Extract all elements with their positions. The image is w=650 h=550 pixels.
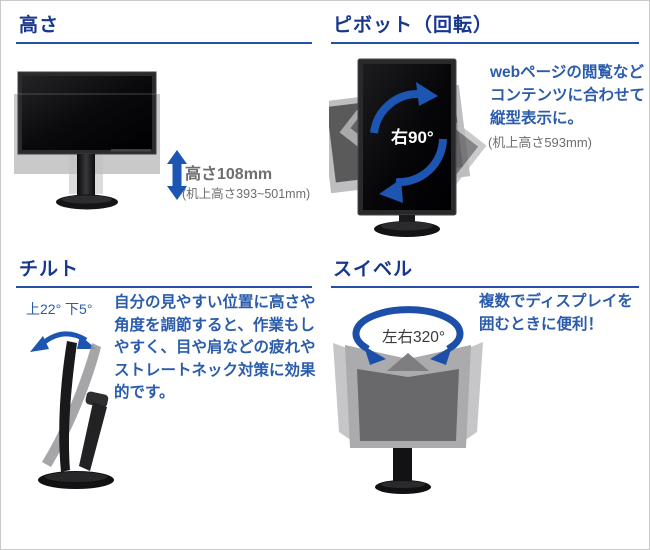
rotate-arrow-top-head bbox=[416, 82, 438, 106]
monitor-side-panel bbox=[59, 341, 77, 472]
tilt-description: 自分の見やすい位置に高さや 角度を調節すると、作業もし やすく、目や肩などの疲れ… bbox=[114, 294, 316, 401]
hinge bbox=[85, 391, 109, 408]
stand-base-highlight bbox=[381, 481, 425, 488]
section-title-pivot: ピボット（回転） bbox=[333, 15, 494, 36]
section-title-tilt: チルト bbox=[19, 259, 80, 280]
ghost-panel-tilted bbox=[42, 343, 101, 467]
stand-base-highlight bbox=[381, 221, 433, 231]
stand-column bbox=[393, 448, 412, 483]
swivel-angle-label: 左右320° bbox=[382, 328, 445, 346]
swivel-illustration: 左右320° bbox=[333, 306, 483, 494]
divider-swivel bbox=[331, 286, 639, 288]
divider-pivot bbox=[331, 42, 639, 44]
pivot-rotation-illustration: 右90° bbox=[329, 58, 487, 237]
tilt-angle-label: 上22° 下5° bbox=[26, 301, 93, 317]
tilt-illustration bbox=[30, 331, 114, 489]
rotate-arrow-bottom-head bbox=[379, 179, 403, 203]
swivel-arrow-ring bbox=[352, 306, 464, 353]
swivel-arrow-left-head bbox=[364, 346, 386, 365]
divider-height bbox=[16, 42, 312, 44]
pivot-spec-sub-label: (机上高さ593mm) bbox=[488, 135, 593, 150]
monitor-screen bbox=[22, 76, 152, 150]
up-down-arrow-icon bbox=[167, 150, 187, 200]
back-inner-panel bbox=[357, 369, 459, 441]
control-buttons bbox=[111, 149, 151, 152]
rotation-angle-label: 右90° bbox=[391, 127, 434, 147]
monitor-stand-column bbox=[77, 154, 95, 201]
section-title-height: 高さ bbox=[19, 15, 60, 36]
back-center-peak bbox=[387, 353, 429, 371]
divider-tilt bbox=[16, 286, 312, 288]
stand-base-highlight bbox=[62, 195, 112, 204]
swivel-description: 複数でディスプレイを 囲むときに便利！ bbox=[479, 293, 633, 333]
stand-neck bbox=[399, 215, 415, 224]
height-adjust-illustration bbox=[14, 71, 187, 210]
height-spec-sub-label: (机上高さ393~501mm) bbox=[182, 187, 311, 201]
tilt-arrow-right-head bbox=[77, 335, 96, 349]
stand-base-highlight bbox=[45, 472, 107, 482]
pivot-description: webページの閲覧など コンテンツに合わせて 縦型表示に。 bbox=[490, 64, 646, 127]
tilt-arrow-left-head bbox=[30, 336, 49, 352]
stand-arm bbox=[79, 402, 107, 471]
swivel-arrow-right-head bbox=[430, 346, 452, 365]
section-title-swivel: スイベル bbox=[333, 259, 414, 280]
height-spec-label: 高さ108mm bbox=[185, 166, 273, 183]
rotate-arrow-top bbox=[370, 89, 419, 134]
rotate-arrow-bottom bbox=[395, 138, 447, 187]
portrait-monitor-screen bbox=[363, 64, 451, 210]
